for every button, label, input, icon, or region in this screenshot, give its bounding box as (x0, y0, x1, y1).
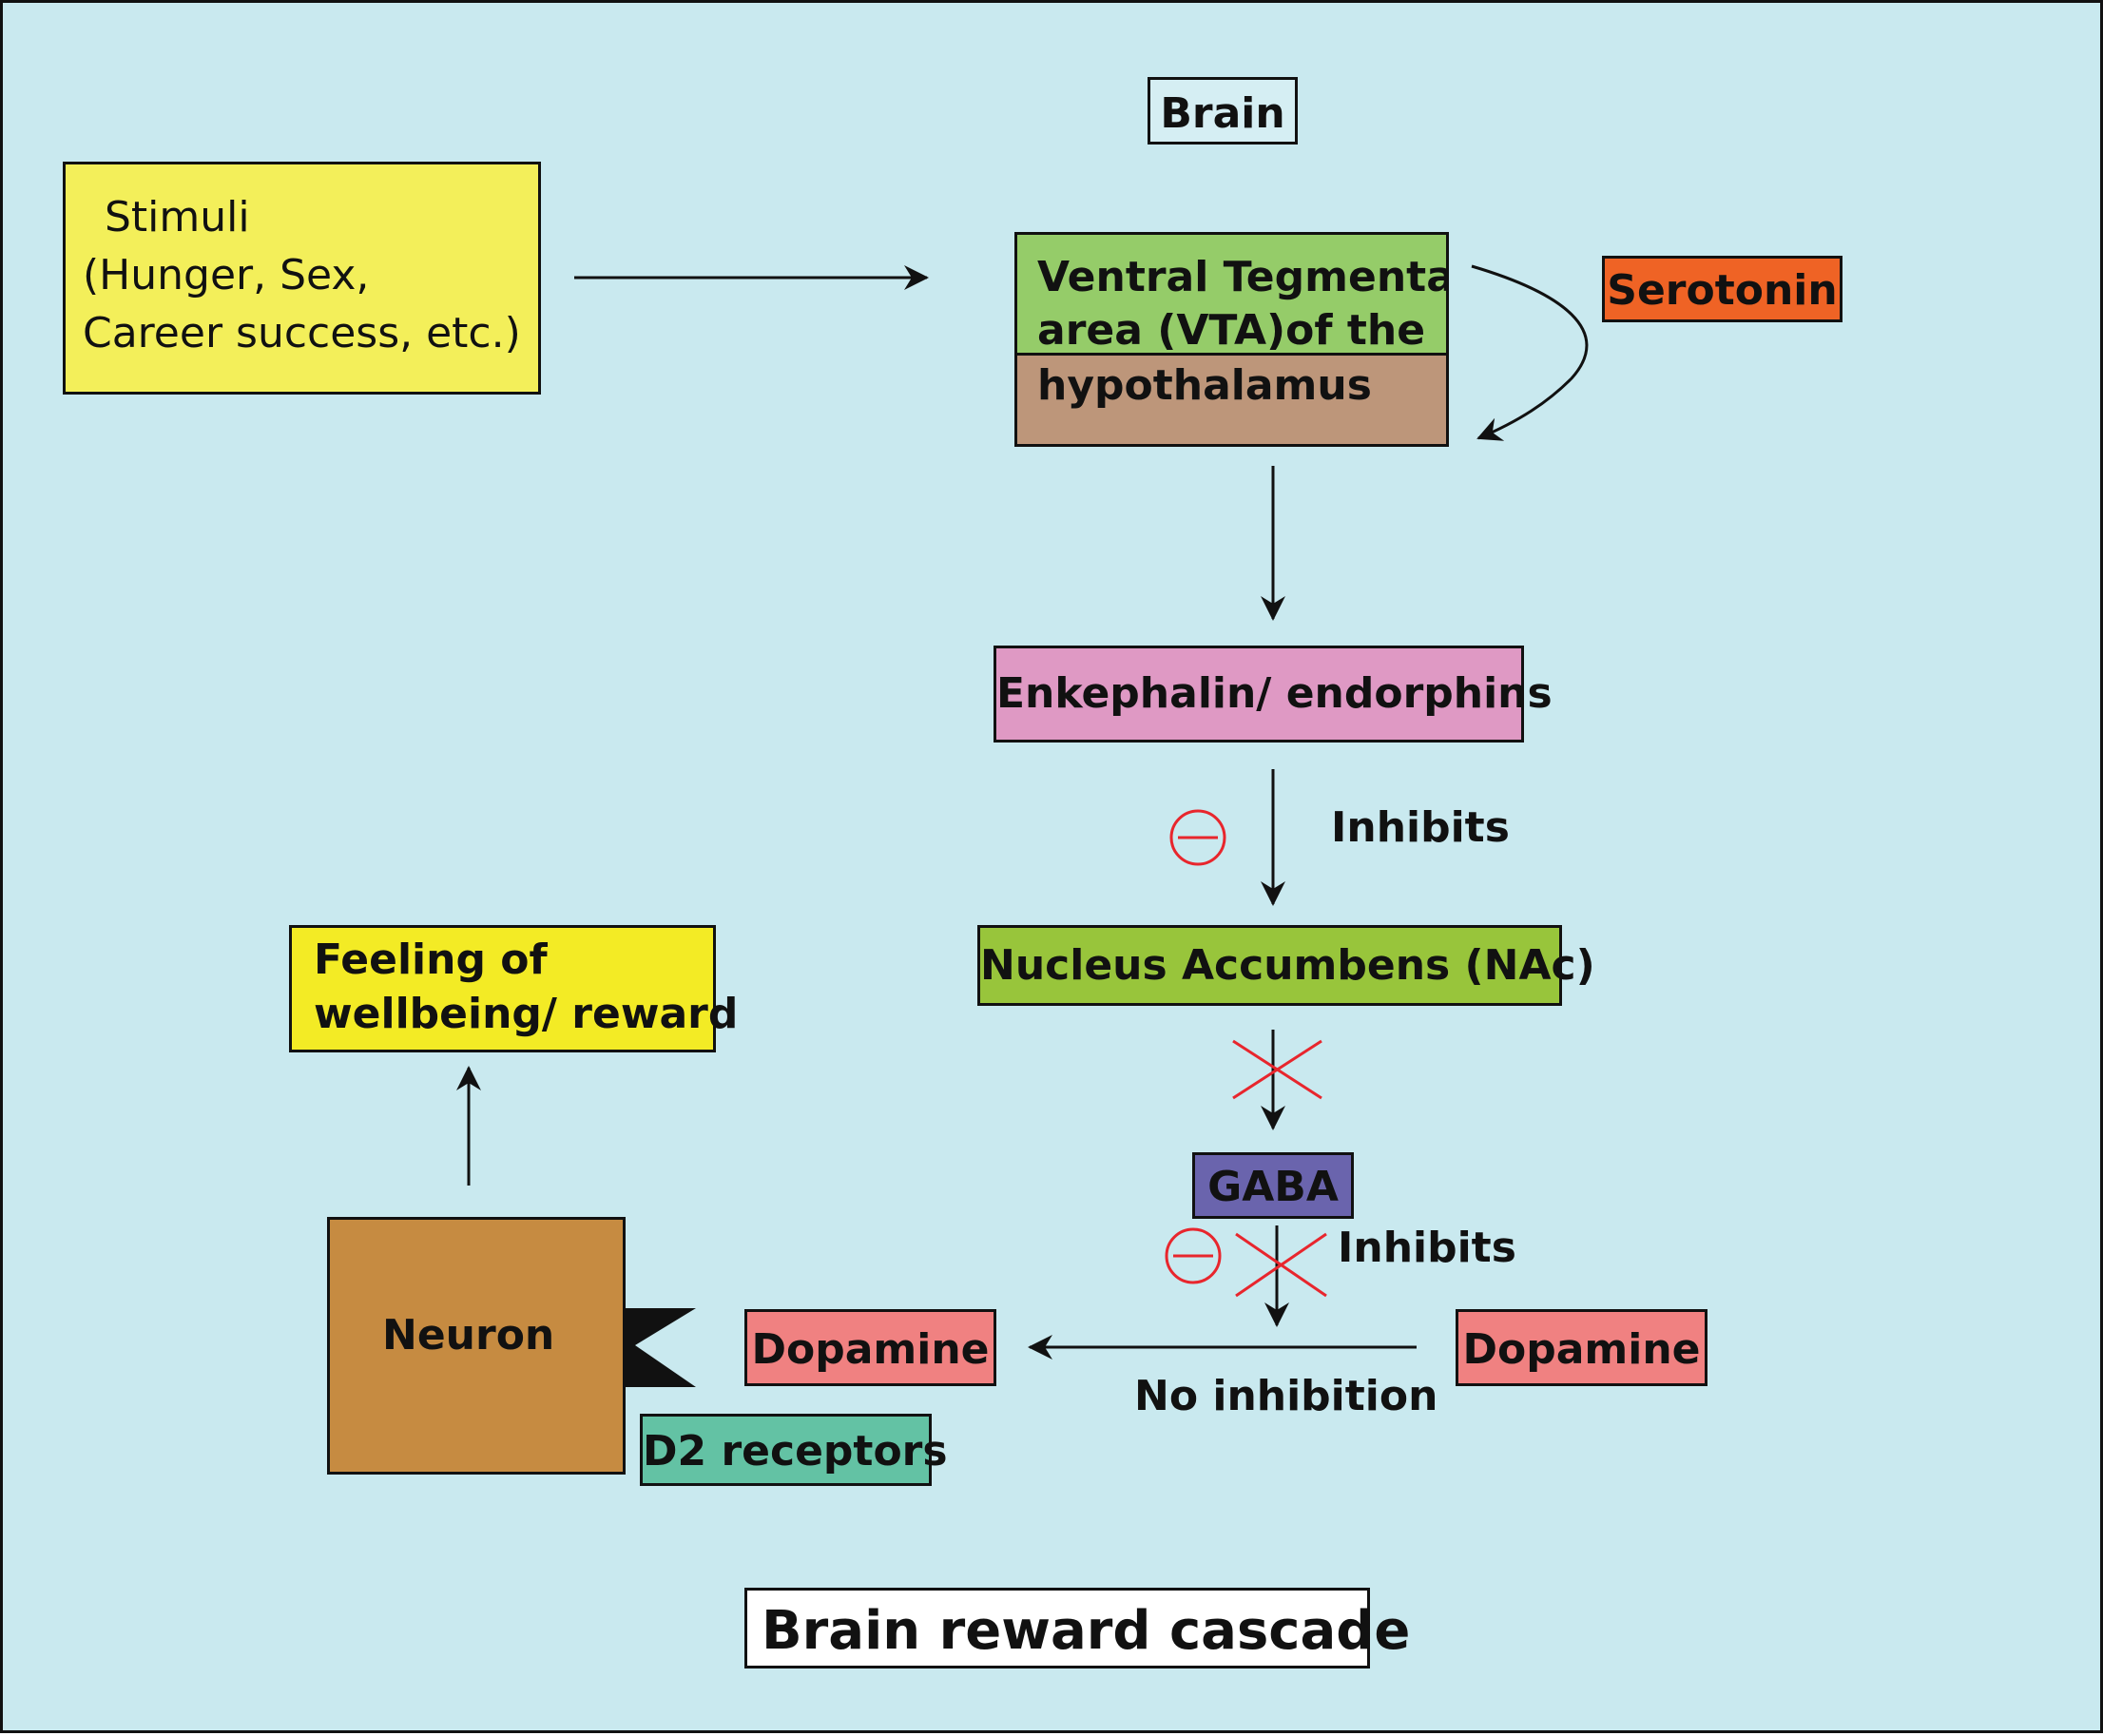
minus-icon-1 (1169, 809, 1226, 866)
arrow-serotonin-to-vta (1471, 264, 1589, 441)
neuron-label: Neuron (382, 1311, 555, 1360)
stimuli-line-3: Career success, etc.) (83, 309, 521, 357)
connector-layer (456, 264, 1589, 1387)
enkephalin-label: Enkephalin/ endorphins (996, 669, 1553, 718)
vta-line-1: Ventral Tegmental (1037, 253, 1449, 301)
d2-receptors-box: D2 receptors (640, 1414, 948, 1486)
brain-label-box: Brain (1148, 77, 1298, 145)
dopamine-right-label: Dopamine (1462, 1325, 1701, 1374)
d2-receptors-label: D2 receptors (643, 1427, 948, 1476)
gaba-box: GABA (1192, 1152, 1354, 1219)
inhibits-label-2: Inhibits (1338, 1224, 1516, 1272)
cross-icon-1 (1232, 1039, 1322, 1100)
nac-label: Nucleus Accumbens (NAc) (980, 941, 1595, 990)
receptor-shape (624, 1308, 696, 1387)
inhibits-label-1: Inhibits (1331, 803, 1510, 852)
neuron-box: Neuron (327, 1217, 626, 1475)
gaba-label: GABA (1207, 1163, 1339, 1211)
nac-box: Nucleus Accumbens (NAc) (977, 925, 1595, 1006)
dopamine-left-box: Dopamine (744, 1309, 996, 1386)
vta-line-3: hypothalamus (1037, 361, 1372, 410)
caption-label: Brain reward cascade (762, 1600, 1411, 1662)
stimuli-line-2: (Hunger, Sex, (83, 251, 370, 299)
caption-box: Brain reward cascade (744, 1588, 1410, 1668)
minus-icon-2 (1165, 1227, 1222, 1284)
cross-icon-2 (1235, 1232, 1327, 1298)
serotonin-label: Serotonin (1607, 266, 1838, 315)
vta-box: Ventral Tegmental area (VTA)of the hypot… (1014, 232, 1449, 447)
feeling-line-1: Feeling of (314, 936, 548, 984)
dopamine-left-label: Dopamine (751, 1325, 990, 1374)
vta-line-2: area (VTA)of the (1037, 306, 1426, 355)
vta-top-panel (1017, 235, 1446, 356)
feeling-line-2: wellbeing/ reward (314, 990, 739, 1038)
serotonin-box: Serotonin (1602, 256, 1843, 322)
enkephalin-box: Enkephalin/ endorphins (994, 646, 1553, 743)
stimuli-box: Stimuli (Hunger, Sex, Career success, et… (63, 162, 541, 395)
dopamine-right-box: Dopamine (1456, 1309, 1707, 1386)
no-inhibition-label: No inhibition (1134, 1372, 1438, 1420)
feeling-box: Feeling of wellbeing/ reward (289, 925, 738, 1052)
brain-label: Brain (1160, 89, 1285, 138)
stimuli-line-1: Stimuli (105, 193, 250, 241)
